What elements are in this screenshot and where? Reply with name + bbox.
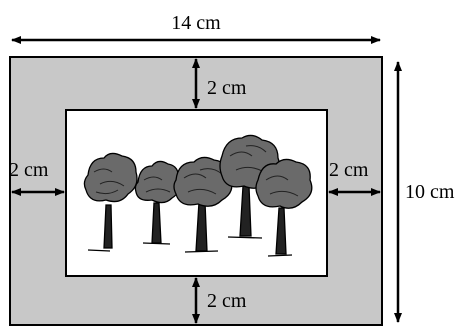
tree — [255, 158, 313, 255]
right-margin-label: 2 cm — [329, 159, 369, 181]
outer-height-label: 10 cm — [405, 181, 455, 203]
outer-width-label: 14 cm — [171, 12, 221, 34]
left-margin-label: 2 cm — [9, 159, 49, 181]
tree — [83, 152, 138, 249]
bottom-margin-label: 2 cm — [207, 290, 247, 312]
trees-illustration-icon — [83, 134, 313, 257]
tree — [173, 156, 233, 252]
tree — [134, 160, 180, 244]
top-margin-label: 2 cm — [207, 77, 247, 99]
